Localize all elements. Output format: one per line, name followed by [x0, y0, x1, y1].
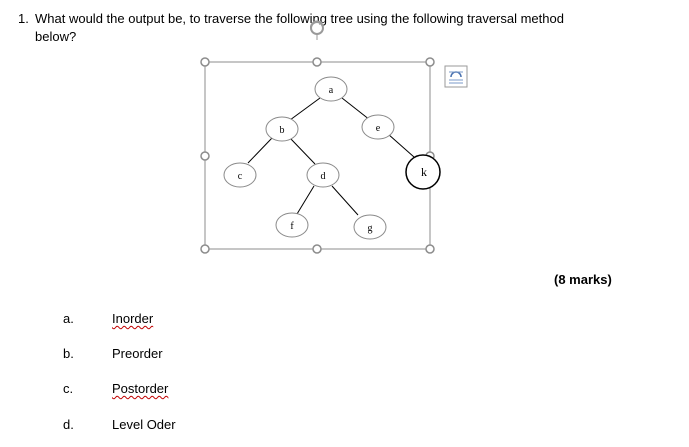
option-a-label: Inorder [112, 311, 154, 326]
tree-node-e [361, 114, 395, 140]
tree-node-c [223, 162, 257, 188]
edge-a-b [289, 97, 321, 121]
tree-node-k-label: k [421, 165, 427, 179]
edge-d-g [331, 185, 359, 216]
resize-handle-bottom [312, 244, 322, 254]
resize-handle-top-right [425, 57, 435, 67]
tree-node-g [353, 214, 387, 240]
resize-handle-left [200, 151, 210, 161]
rotate-handle-icon[interactable] [310, 20, 324, 40]
tree-node-g-label: g [368, 223, 373, 234]
tree-node-k[interactable] [405, 154, 441, 190]
edge-b-c [247, 137, 273, 164]
tree-node-a-label: a [329, 85, 334, 96]
resize-handle-top-left [200, 57, 210, 67]
tree-node-b-label: b [280, 125, 285, 136]
tree-node-d [306, 162, 340, 188]
question-text-line2: below? [35, 29, 77, 44]
resize-handle-bottom-right [425, 244, 435, 254]
edge-b-d [289, 137, 316, 165]
tree-node-e-label: e [376, 123, 381, 134]
tree-node-f [275, 212, 309, 238]
resize-handles[interactable] [200, 57, 435, 254]
edge-a-e [341, 97, 371, 121]
resize-handle-top [312, 57, 322, 67]
option-b-label: Preorder [112, 346, 163, 361]
option-b-letter: b. [63, 346, 74, 361]
tree-edges [247, 97, 415, 216]
edge-e-k [387, 133, 415, 158]
tree-node-d-label: d [321, 171, 326, 182]
option-d-label: Level Oder [112, 417, 176, 432]
question-number: 1. [18, 11, 29, 26]
marks-label: (8 marks) [554, 272, 612, 287]
question-text-line1: What would the output be, to traverse th… [35, 11, 564, 26]
option-c-label: Postorder [112, 381, 169, 396]
option-d-letter: d. [63, 417, 74, 432]
layout-options-icon[interactable] [444, 65, 468, 88]
resize-handle-bottom-left [200, 244, 210, 254]
edge-d-f [296, 185, 315, 215]
tree-node-a [314, 76, 348, 102]
tree-node-b [265, 116, 299, 142]
tree-node-f-label: f [290, 221, 294, 232]
option-a-letter: a. [63, 311, 74, 326]
tree-node-c-label: c [238, 171, 243, 182]
option-c-letter: c. [63, 381, 74, 396]
